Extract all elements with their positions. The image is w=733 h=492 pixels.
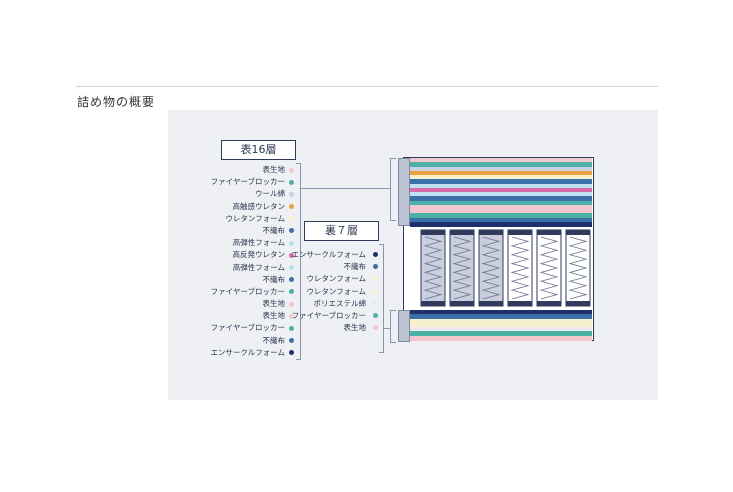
- layer-item: 表生地: [206, 298, 294, 310]
- layer-item: 高触感ウレタン: [206, 201, 294, 213]
- layer-label: 表生地: [262, 311, 286, 321]
- layer-color-dot: [289, 252, 294, 258]
- layer-label: 不織布: [262, 225, 286, 235]
- layer-item: ポリエステル綿: [290, 298, 378, 310]
- top-group-label: 表16層: [221, 140, 296, 160]
- layer-label: ウレタンフォーム: [306, 286, 366, 296]
- layer-color-dot: [373, 252, 378, 257]
- layer-label: ファイヤーブロッカー: [210, 177, 285, 187]
- spring-coil: [449, 229, 475, 307]
- top-bracket: [296, 163, 301, 360]
- layer-color-dot: [373, 325, 378, 331]
- layer-color-dot: [373, 312, 378, 318]
- layer-item: ウレタンフォーム: [206, 213, 294, 225]
- layer-label: 高弾性フォーム: [232, 262, 285, 272]
- bottom-layer-list: エンサークルフォーム不織布ウレタンフォームウレタンフォームポリエステル綿ファイヤ…: [290, 249, 378, 334]
- layer-color-dot: [289, 191, 294, 197]
- layer-color-dot: [373, 276, 378, 282]
- layer-color-dot: [289, 216, 294, 222]
- spring-coil: [478, 229, 504, 307]
- top-divider: [76, 86, 658, 87]
- layer-color-dot: [289, 167, 294, 173]
- bottom-connector-v: [390, 310, 391, 343]
- layer-label: 表生地: [343, 323, 367, 333]
- layer-label: 高反発ウレタン: [232, 250, 286, 260]
- layer-item: 表生地: [206, 310, 294, 322]
- spring-coil: [507, 229, 533, 307]
- layer-label: ウレタンフォーム: [225, 213, 285, 223]
- top-connector-tick2: [390, 220, 396, 221]
- bottom-connector: [383, 328, 390, 329]
- layer-label: ウール綿: [255, 189, 285, 199]
- bottom-group-label: 裏７層: [304, 221, 379, 241]
- bottom-connector-tick2: [390, 342, 396, 343]
- layer-color-dot: [373, 264, 378, 270]
- layer-item: 不織布: [290, 261, 378, 273]
- top-layer-list: 表生地ファイヤーブロッカーウール綿高触感ウレタンウレタンフォーム不織布高弾性フォ…: [206, 164, 294, 359]
- layer-item: ファイヤーブロッカー: [290, 310, 378, 322]
- layer-item: 表生地: [206, 164, 294, 176]
- layer-color-dot: [289, 325, 294, 331]
- layer-color-dot: [289, 204, 294, 210]
- layer-item: ウレタンフォーム: [290, 273, 378, 285]
- spring-unit: [410, 227, 592, 309]
- section-title: 詰め物の概要: [77, 95, 156, 109]
- top-connector-tick1: [390, 158, 396, 159]
- layer-item: 不織布: [206, 274, 294, 286]
- layer-color-dot: [289, 228, 294, 234]
- layer-label: 不織布: [262, 335, 286, 345]
- layer-item: ファイヤーブロッカー: [206, 176, 294, 188]
- layer-item: 高反発ウレタン: [206, 249, 294, 261]
- top-connector: [300, 188, 390, 189]
- layer-label: 不織布: [343, 262, 367, 272]
- layer-color-dot: [289, 265, 294, 270]
- layer-color-dot: [289, 179, 294, 185]
- layer-color-dot: [289, 350, 294, 356]
- layer-label: ポリエステル綿: [313, 298, 367, 308]
- layer-label: ファイヤーブロッカー: [210, 286, 285, 296]
- top-connector-v: [390, 158, 391, 221]
- layer-label: 高触感ウレタン: [232, 201, 286, 211]
- layer-color-dot: [373, 288, 378, 294]
- layer-item: エンサークルフォーム: [290, 249, 378, 261]
- layer-item: 不織布: [206, 225, 294, 237]
- layer-label: 高弾性フォーム: [232, 238, 285, 248]
- layer-label: 表生地: [262, 165, 286, 174]
- layer-color-dot: [373, 300, 378, 306]
- layer-item: エンサークルフォーム: [206, 347, 294, 359]
- mattress-side-tab-bottom: [398, 310, 410, 342]
- layer-item: 高弾性フォーム: [206, 262, 294, 274]
- layer-color-dot: [289, 338, 294, 344]
- layer-label: ファイヤーブロッカー: [291, 310, 366, 320]
- layer-label: 不織布: [262, 274, 286, 284]
- layer-item: 高弾性フォーム: [206, 237, 294, 249]
- layer-item: 不織布: [206, 335, 294, 347]
- layer-item: ウレタンフォーム: [290, 286, 378, 298]
- layer-item: ファイヤーブロッカー: [206, 286, 294, 298]
- layer-color-dot: [289, 240, 294, 246]
- layer-label: 表生地: [262, 299, 286, 309]
- layer-item: 表生地: [290, 322, 378, 334]
- bottom-bracket: [379, 244, 384, 353]
- layer-label: エンサークルフォーム: [291, 250, 366, 259]
- mattress-side-tab-top: [398, 158, 410, 226]
- spring-coil: [536, 229, 562, 307]
- spring-coil: [565, 229, 591, 307]
- layer-color-dot: [289, 313, 294, 319]
- spring-coil: [420, 229, 446, 307]
- layer-item: ファイヤーブロッカー: [206, 322, 294, 334]
- layer-item: ウール綿: [206, 188, 294, 200]
- layer-label: ウレタンフォーム: [306, 274, 366, 284]
- bottom-connector-tick1: [390, 310, 396, 311]
- layer-color-dot: [289, 289, 294, 295]
- layer-color-dot: [289, 301, 294, 307]
- layer-label: エンサークルフォーム: [210, 347, 285, 357]
- layer-color-dot: [289, 277, 294, 283]
- bottom-layer-stripe: [410, 335, 592, 342]
- layer-label: ファイヤーブロッカー: [210, 323, 285, 333]
